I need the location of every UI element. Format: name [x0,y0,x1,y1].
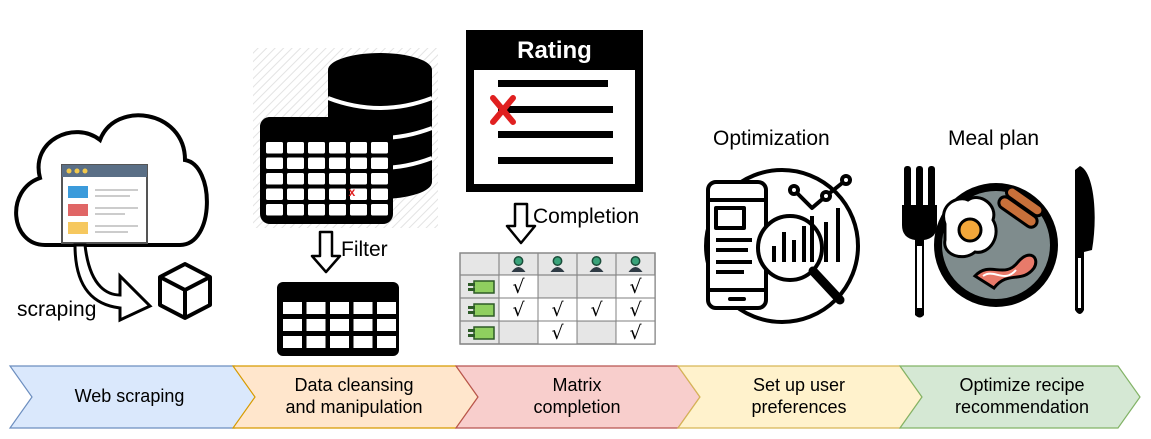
check-mark: √ [512,276,525,298]
recipe-icon [468,326,495,340]
user-recipe-matrix-icon: √√√√√√√√ [459,252,656,345]
fork-icon [902,166,937,318]
rating-title: Rating [517,37,592,64]
recipe-icon [468,280,495,294]
down-arrow-filter [310,230,342,274]
user-icon [511,256,526,272]
stage-optimize-recommendation: Optimize recipe recommendation [954,375,1090,417]
user-icon [550,256,565,272]
check-mark: √ [590,299,603,321]
rating-form-icon [466,30,643,192]
scraping-curved-arrow [73,243,153,323]
completion-label: Completion [533,205,640,228]
user-icon [628,256,643,272]
stage-web-scraping: Web scraping [74,386,185,407]
stage-data-cleansing: Data cleansing and manipulation [285,375,423,417]
check-mark: √ [512,299,525,321]
check-mark: √ [629,299,642,321]
meal-plate-icon [934,183,1058,307]
filter-label: Filter [341,238,388,261]
cloud-browser-icon [14,113,209,247]
check-mark: √ [551,322,564,344]
user-icon [589,256,604,272]
recipe-icon [468,303,495,317]
spreadsheet-icon: x [260,117,393,224]
cube-icon [158,262,212,320]
stage-arrow [898,365,1141,429]
stage-matrix-completion: Matrix completion [533,375,621,417]
check-mark: √ [551,299,564,321]
meal-plan-label: Meal plan [948,127,1040,150]
scraping-label: scraping [17,298,97,321]
check-mark: √ [629,276,642,298]
knife-icon [1075,166,1095,314]
check-mark: √ [629,322,642,344]
optimization-label: Optimization [713,127,830,150]
svg-text:x: x [349,185,356,199]
down-arrow-completion [505,202,537,245]
table-icon [277,282,399,356]
optimization-phone-icon [704,168,860,324]
stage-user-preferences: Set up user preferences [751,375,847,417]
